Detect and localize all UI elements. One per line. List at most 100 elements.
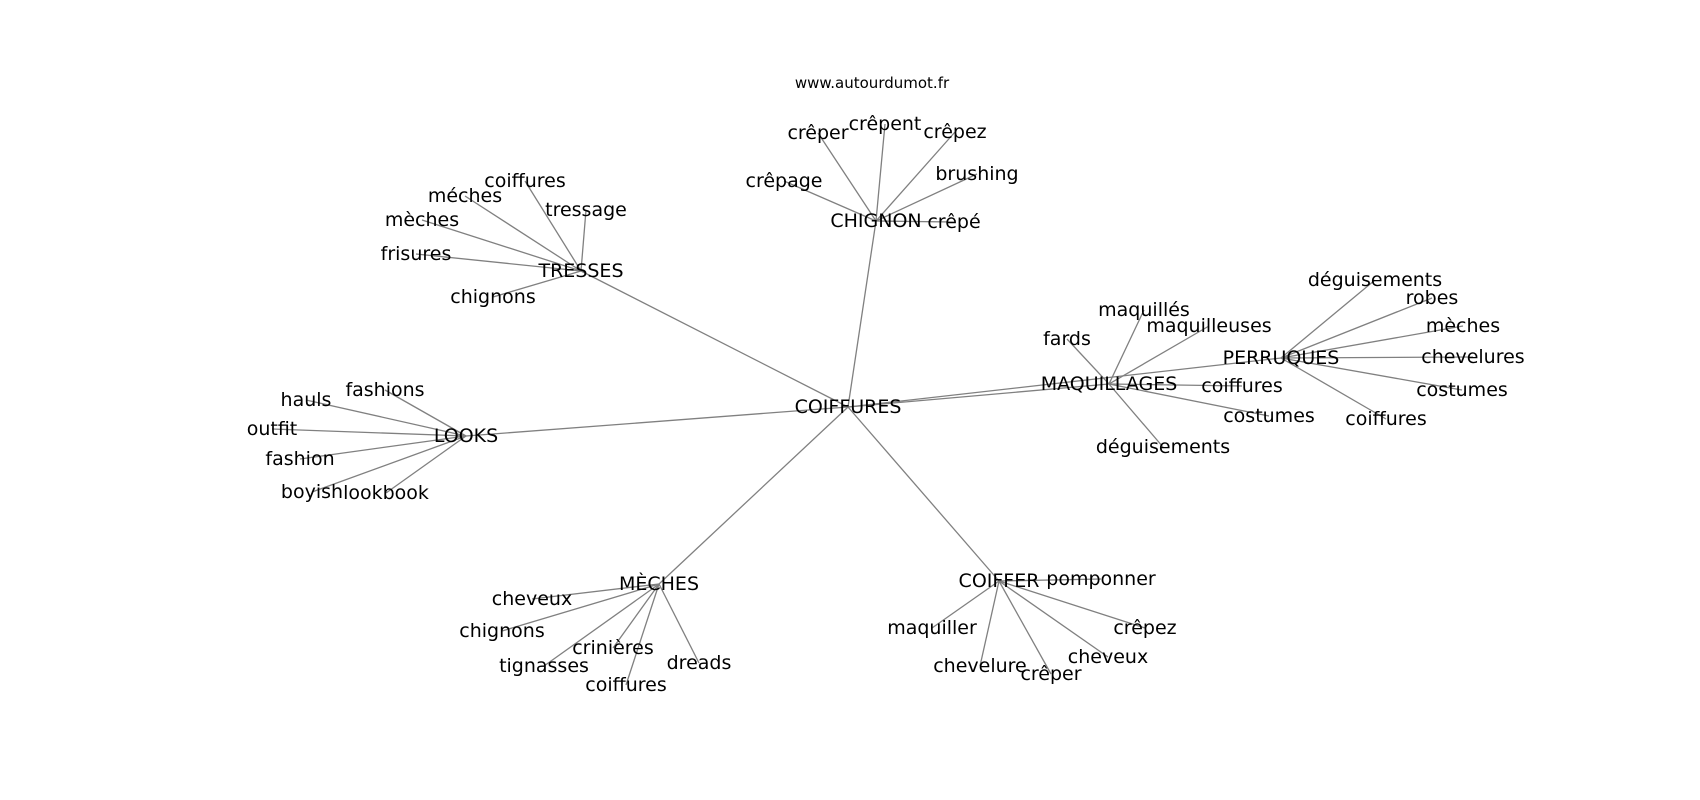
node-meches[interactable]: MÈCHES: [619, 572, 699, 595]
edge-perruques-chevelures: [1280, 356, 1474, 359]
edge-maquillages-coiffures: [1108, 383, 1243, 387]
node-fashions[interactable]: fashions: [345, 379, 424, 401]
edge-coiffures-meches: [658, 406, 849, 585]
edge-maquillages-costumes: [1108, 383, 1270, 417]
node-coiffures[interactable]: coiffures: [1201, 375, 1282, 397]
node-coiffures[interactable]: COIFFURES: [795, 396, 902, 418]
edge-coiffer-cheveux: [998, 580, 1109, 658]
node-chignons[interactable]: chignons: [450, 286, 535, 308]
edge-chignon-crepe: [875, 220, 955, 223]
graph-nodes: COIFFURES TRESSES CHIGNON MAQUILLAGES PERRUQ…: [247, 113, 1525, 696]
node-maquiller[interactable]: maquiller: [887, 617, 977, 639]
node-maquillages[interactable]: MAQUILLAGES: [1041, 373, 1178, 395]
edge-meches-coiffures: [625, 583, 660, 686]
node-chignons[interactable]: chignons: [459, 620, 544, 642]
node-cheveux[interactable]: cheveux: [1068, 646, 1148, 668]
edge-looks-lookbook: [385, 435, 467, 494]
edge-coiffer-maquiller: [931, 580, 1000, 629]
edge-perruques-robes: [1280, 297, 1433, 359]
node-perruques[interactable]: PERRUQUES: [1223, 347, 1340, 369]
node-outfit[interactable]: outfit: [247, 418, 298, 440]
node-deguisements[interactable]: déguisements: [1308, 269, 1442, 291]
edge-coiffures-perruques: [847, 357, 1282, 408]
edge-coiffures-coiffer: [847, 406, 1000, 582]
node-crepez[interactable]: crêpez: [923, 121, 986, 143]
edge-meches-chignons: [501, 583, 660, 632]
edge-maquillages-maquilles: [1108, 309, 1145, 385]
node-crepez[interactable]: crêpez: [1113, 617, 1176, 639]
edge-coiffer-creper: [998, 580, 1052, 675]
node-lookbook[interactable]: lookbook: [343, 482, 429, 504]
edge-looks-fashions: [384, 389, 467, 437]
edge-coiffures-tresses: [580, 270, 849, 408]
node-crepage[interactable]: crêpage: [746, 170, 823, 192]
node-tresses[interactable]: TRESSES: [538, 260, 624, 282]
node-coiffures[interactable]: coiffures: [585, 674, 666, 696]
node-tressage[interactable]: tressage: [545, 199, 627, 221]
node-dreads[interactable]: dreads: [667, 652, 732, 674]
node-coiffures[interactable]: coiffures: [1345, 408, 1426, 430]
node-brushing[interactable]: brushing: [935, 163, 1018, 185]
node-costumes[interactable]: costumes: [1223, 405, 1315, 427]
node-frisures[interactable]: frisures: [381, 243, 452, 265]
edge-perruques-meches: [1280, 325, 1464, 359]
edge-perruques-costumes: [1280, 357, 1463, 391]
edge-chignon-crepez: [875, 131, 956, 222]
node-creper[interactable]: crêper: [1020, 663, 1081, 685]
edge-chignon-creper: [817, 132, 877, 222]
edge-tresses-frisures: [415, 253, 582, 272]
node-tignasses[interactable]: tignasses: [499, 655, 589, 677]
node-pomponner[interactable]: pomponner: [1046, 568, 1156, 590]
edge-chignon-brushing: [875, 173, 978, 222]
edge-coiffures-looks: [465, 406, 849, 437]
edge-meches-tignasses: [543, 583, 660, 667]
edge-maquillages-deguisements: [1108, 383, 1164, 448]
node-deguisements[interactable]: déguisements: [1096, 436, 1230, 458]
edge-coiffer-chevelure: [979, 580, 1000, 667]
edge-perruques-coiffures: [1280, 357, 1387, 420]
edge-meches-crinieres: [612, 583, 660, 649]
edge-tresses-meches: [421, 219, 582, 272]
edge-tresses-tressage: [580, 209, 587, 272]
node-fashion[interactable]: fashion: [265, 448, 334, 470]
node-meches[interactable]: mèches: [1426, 315, 1500, 337]
node-chignon[interactable]: CHIGNON: [830, 210, 921, 232]
node-coiffer[interactable]: COIFFER: [959, 570, 1040, 592]
node-coiffures[interactable]: coiffures: [484, 170, 565, 192]
node-chevelure[interactable]: chevelure: [933, 655, 1027, 677]
edge-meches-cheveux: [531, 583, 660, 600]
site-url: www.autourdumot.fr: [795, 74, 950, 92]
graph-edges: [271, 123, 1474, 686]
edge-looks-fashion: [299, 435, 467, 460]
node-costumes[interactable]: costumes: [1416, 379, 1508, 401]
edge-chignon-crepent: [875, 123, 886, 222]
node-meches[interactable]: mèches: [385, 209, 459, 231]
edge-chignon-crepage: [783, 180, 877, 222]
node-crepe[interactable]: crêpé: [927, 211, 980, 233]
edge-perruques-deguisements: [1280, 279, 1376, 359]
node-maquilleuses[interactable]: maquilleuses: [1146, 315, 1271, 337]
edge-looks-outfit: [271, 428, 467, 437]
node-chevelures[interactable]: chevelures: [1421, 346, 1524, 368]
edge-tresses-meches: [464, 195, 582, 272]
node-looks[interactable]: LOOKS: [434, 425, 498, 447]
node-hauls[interactable]: hauls: [281, 389, 332, 411]
edge-coiffer-pomponner: [998, 578, 1102, 582]
edge-looks-boyish: [311, 435, 467, 493]
edge-meches-dreads: [658, 583, 700, 664]
node-crinieres[interactable]: crinières: [572, 637, 654, 659]
edge-tresses-coiffures: [524, 180, 582, 272]
node-fards[interactable]: fards: [1043, 328, 1091, 350]
node-boyish[interactable]: boyish: [281, 481, 343, 503]
node-crepent[interactable]: crêpent: [849, 113, 922, 135]
edge-tresses-chignons: [492, 270, 582, 298]
node-creper[interactable]: crêper: [787, 122, 848, 144]
edge-looks-hauls: [305, 399, 467, 437]
node-robes[interactable]: robes: [1406, 287, 1459, 309]
edge-maquillages-fards: [1066, 338, 1110, 385]
node-maquilles[interactable]: maquillés: [1098, 299, 1190, 321]
edge-coiffures-maquillages: [847, 383, 1110, 408]
node-cheveux[interactable]: cheveux: [492, 588, 572, 610]
node-meches[interactable]: méches: [428, 185, 502, 207]
